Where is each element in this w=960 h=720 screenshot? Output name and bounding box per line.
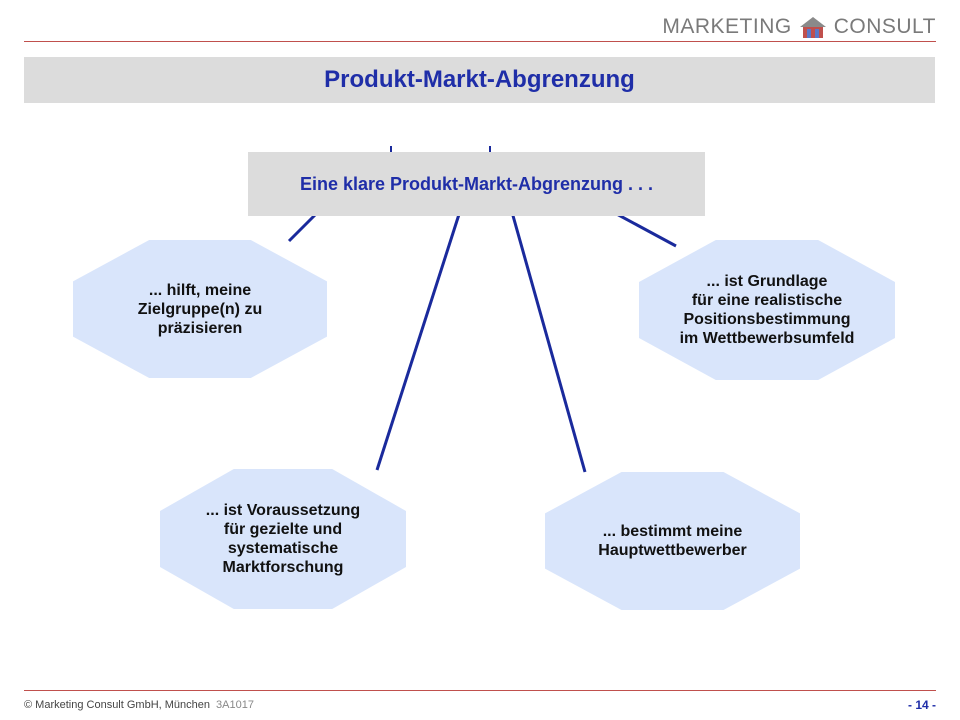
central-statement: Eine klare Produkt-Markt-Abgrenzung . . … <box>248 152 705 216</box>
connector-to-hauptwettbewerber <box>508 204 587 473</box>
page-number: - 14 - <box>907 698 936 712</box>
connector-to-voraussetzung <box>375 204 464 471</box>
node-marktforschung: ... ist Voraussetzung für gezielte und s… <box>160 469 406 609</box>
copyright-text: © Marketing Consult GmbH, München <box>24 699 211 711</box>
node-hauptwettbewerber: ... bestimmt meine Hauptwettbewerber <box>545 472 800 610</box>
logo-text-left: MARKETING <box>662 15 792 38</box>
document-code: 3A1017 <box>216 699 254 711</box>
logo-house-icon <box>799 17 826 38</box>
page-title: Produkt-Markt-Abgrenzung <box>24 57 935 103</box>
node-zielgruppe: ... hilft, meine Zielgruppe(n) zu präzis… <box>73 240 327 378</box>
logo-text-right: CONSULT <box>833 15 936 38</box>
footer-divider <box>24 690 936 691</box>
footer-copyright: © Marketing Consult GmbH, München 3A1017 <box>24 699 254 711</box>
header-divider <box>24 41 936 42</box>
node-positionsbestimmung: ... ist Grundlage für eine realistische … <box>639 240 895 380</box>
company-logo: MARKETING CONSULT <box>662 14 936 40</box>
